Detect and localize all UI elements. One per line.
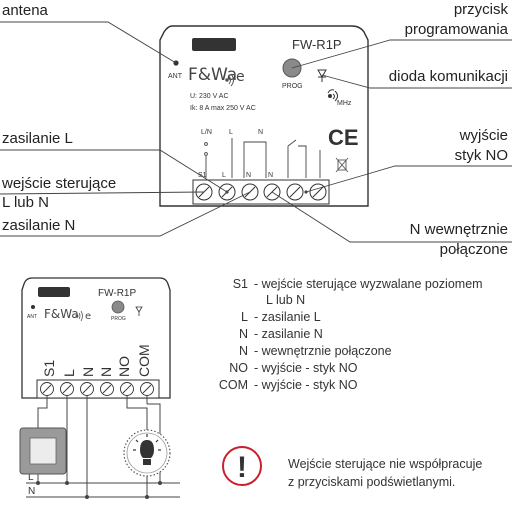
top-device: «F&F» FW-R1P ANT F&Wa e PROG MHz xyxy=(159,25,369,207)
callout-zasilanie-l: zasilanie L xyxy=(2,130,73,147)
legend-desc-3: - wewnętrznie połączone xyxy=(254,344,392,358)
przycisk-leader xyxy=(291,39,512,69)
callout-wejscie-1: wejście sterujące xyxy=(1,175,116,192)
antena-leader xyxy=(0,21,177,64)
legend-code-2: N xyxy=(239,327,248,341)
wiring-logo-text: «F&F» xyxy=(43,290,65,297)
svg-text:e: e xyxy=(236,69,245,85)
callout-antena: antena xyxy=(2,2,49,19)
warning-line-2: z przyciskami podświetlanymi. xyxy=(288,475,455,489)
wiring-term-com: COM xyxy=(136,344,152,377)
wiring-terminals xyxy=(40,382,154,396)
wiring-wave-icon: e xyxy=(75,310,91,322)
callout-wyjscie-1: wyjście xyxy=(459,127,508,144)
spec-voltage: U: 230 V AC xyxy=(190,93,229,100)
device-body xyxy=(159,25,369,207)
wiring-device: «F&F» FW-R1P ANT F&Wa e PROG S1 L N N NO… xyxy=(21,277,171,399)
wiring-model-label: FW-R1P xyxy=(98,288,136,299)
circuit-label-ln: L/N xyxy=(201,129,212,136)
led-icon xyxy=(317,69,327,82)
wyjscie-leader xyxy=(305,165,512,193)
legend: S1 - wejście sterujące wyzwalane poziome… xyxy=(219,277,483,392)
lamp-icon xyxy=(123,429,171,477)
zasilanie-n-leader xyxy=(0,191,251,237)
wire-junctions xyxy=(36,481,162,499)
warning-line-1: Wejście sterujące nie współpracuje xyxy=(288,457,482,471)
spec-current: Ik: 8 A max 250 V AC xyxy=(190,105,256,112)
dioda-leader xyxy=(321,74,512,89)
callout-przycisk-1: przycisk xyxy=(454,1,509,18)
legend-code-4: NO xyxy=(229,361,248,375)
callout-dioda: dioda komunikacji xyxy=(389,68,508,85)
legend-desc-2: - zasilanie N xyxy=(254,327,323,341)
svg-text:e: e xyxy=(85,311,91,322)
legend-desc-0: - wejście sterujące wyzwalane poziomem xyxy=(254,277,483,291)
callout-wejscie-2: L lub N xyxy=(2,194,49,211)
term-label-n1: N xyxy=(246,172,251,179)
wiring-device-body xyxy=(21,277,171,399)
legend-desc-4: - wyjście - styk NO xyxy=(254,361,358,375)
wiring-term-n1: N xyxy=(80,367,96,377)
term-label-n2: N xyxy=(268,172,273,179)
weee-bin-icon xyxy=(335,157,349,173)
legend-desc-1: - zasilanie L xyxy=(254,310,321,324)
wire-no xyxy=(126,396,148,430)
wiring-prog-button[interactable] xyxy=(111,300,125,314)
wiring-brand-text: F&Wa xyxy=(44,307,79,321)
logo-text: «F&F» xyxy=(200,40,228,50)
ant-label: ANT xyxy=(168,73,183,80)
wiring-prog-label: PROG xyxy=(111,316,126,322)
warning-symbol: ! xyxy=(237,451,247,484)
legend-code-0: S1 xyxy=(233,277,248,291)
warning-note: ! Wejście sterujące nie współpracuje z p… xyxy=(222,446,482,489)
circuit-label-n: N xyxy=(258,129,263,136)
model-label: FW-R1P xyxy=(292,37,342,52)
callouts xyxy=(0,21,512,243)
bus-label-n: N xyxy=(28,486,35,497)
wave-icon: e xyxy=(225,69,245,87)
warning-icon xyxy=(222,446,262,486)
legend-desc-0b: L lub N xyxy=(266,293,305,307)
internal-circuit: L/N L N xyxy=(201,129,321,178)
brand-text: F&Wa xyxy=(188,65,237,85)
prog-label: PROG xyxy=(282,83,303,90)
callout-n-wew-2: połączone xyxy=(440,241,508,258)
callout-przycisk-2: programowania xyxy=(405,21,509,38)
radio-signal-icon xyxy=(327,89,338,102)
wiring-term-no: NO xyxy=(116,356,132,377)
term-label-s1: S1 xyxy=(198,172,207,179)
wejscie-leader xyxy=(0,191,205,195)
legend-desc-5: - wyjście - styk NO xyxy=(254,378,358,392)
legend-code-1: L xyxy=(241,310,248,324)
callout-zasilanie-n: zasilanie N xyxy=(2,217,75,234)
wiring-term-n2: N xyxy=(98,367,114,377)
wiring-led-icon xyxy=(135,306,143,316)
legend-code-5: COM xyxy=(219,378,248,392)
terminals xyxy=(195,183,327,201)
zasilanie-l-leader xyxy=(0,149,228,193)
callout-n-wew-1: N wewnętrznie xyxy=(410,221,508,238)
term-label-l: L xyxy=(222,172,226,179)
ce-mark: CE xyxy=(328,125,359,150)
wire-s1 xyxy=(37,396,48,428)
legend-code-3: N xyxy=(239,344,248,358)
bus-label-l: L xyxy=(28,472,34,483)
wiring-term-s1: S1 xyxy=(41,360,57,377)
callout-wyjscie-2: styk NO xyxy=(455,147,508,164)
wiring-term-l: L xyxy=(61,369,77,377)
ff-logo: «F&F» xyxy=(192,38,236,51)
push-button-switch xyxy=(19,427,67,475)
circuit-label-l: L xyxy=(229,129,233,136)
n-wew-leader xyxy=(271,191,512,243)
mhz-label: MHz xyxy=(337,100,352,107)
wiring-ant-label: ANT xyxy=(27,314,37,320)
